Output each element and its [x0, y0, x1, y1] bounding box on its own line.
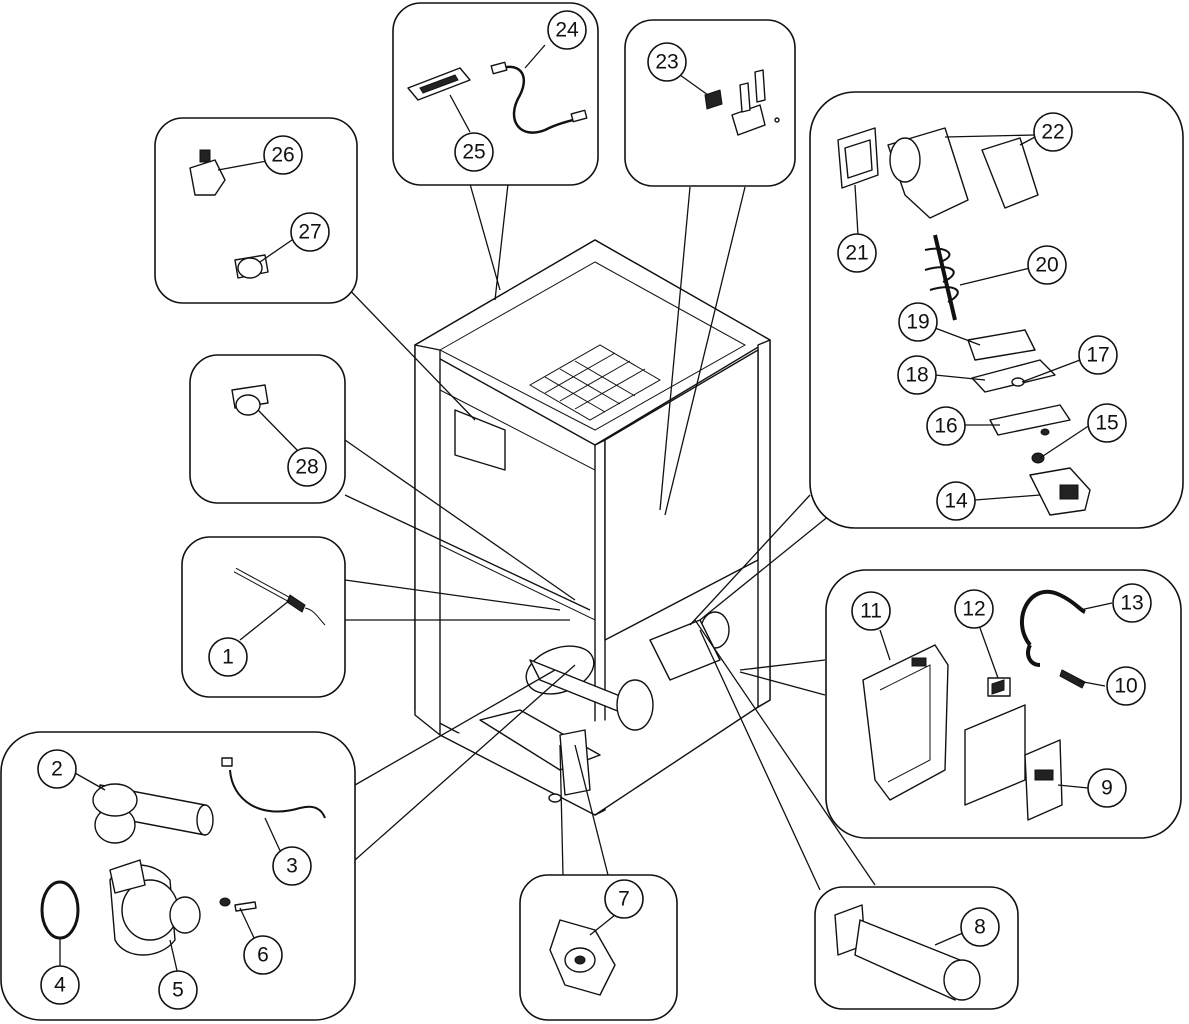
callout-16: 16 [926, 406, 966, 446]
callout-8: 8 [960, 907, 1000, 947]
callout-25: 25 [454, 132, 494, 172]
callout-label-8: 8 [974, 916, 986, 939]
callout-label-23: 23 [655, 51, 678, 74]
callout-pointers [59, 44, 1113, 976]
callout-label-1: 1 [222, 646, 234, 669]
callout-23: 23 [647, 42, 687, 82]
callout-label-19: 19 [906, 311, 929, 334]
callout-label-2: 2 [51, 758, 63, 781]
callout-label-28: 28 [295, 456, 318, 479]
callout-label-27: 27 [298, 221, 321, 244]
callout-1: 1 [208, 637, 248, 677]
panel-thermostats [154, 117, 358, 304]
callout-18: 18 [897, 355, 937, 395]
stove-body [414, 239, 771, 816]
callout-label-24: 24 [555, 19, 579, 42]
callout-10: 10 [1106, 666, 1146, 706]
callout-label-9: 9 [1101, 777, 1113, 800]
callout-label-16: 16 [934, 415, 957, 438]
callout-3: 3 [272, 846, 312, 886]
callout-17: 17 [1078, 335, 1118, 375]
callout-6: 6 [243, 935, 283, 975]
callout-5: 5 [158, 970, 198, 1010]
callout-labels: 1 2 3 4 5 6 7 8 9 10 11 12 13 14 15 16 1… [37, 10, 1152, 1010]
callout-27: 27 [290, 212, 330, 252]
callout-label-20: 20 [1035, 254, 1058, 277]
leader-lines [339, 183, 876, 891]
callout-11: 11 [851, 591, 891, 631]
callout-14: 14 [936, 481, 976, 521]
callout-9: 9 [1087, 768, 1127, 808]
callout-label-21: 21 [845, 242, 868, 265]
callout-label-22: 22 [1041, 121, 1064, 144]
callout-24: 24 [547, 10, 587, 50]
callout-28: 28 [287, 447, 327, 487]
callout-label-3: 3 [286, 855, 298, 878]
callout-20: 20 [1027, 245, 1067, 285]
callout-22: 22 [1033, 112, 1073, 152]
callout-21: 21 [837, 233, 877, 273]
callout-label-12: 12 [962, 598, 985, 621]
panel-level-sensor [624, 19, 796, 187]
callout-2: 2 [37, 749, 77, 789]
panel-inlet-pipe [814, 886, 1019, 1010]
callout-12: 12 [954, 589, 994, 629]
callout-19: 19 [898, 302, 938, 342]
callout-label-17: 17 [1086, 344, 1109, 367]
callout-15: 15 [1087, 403, 1127, 443]
panel-auger-assembly [809, 91, 1184, 529]
callout-7: 7 [604, 879, 644, 919]
panel-power-cord [181, 536, 346, 698]
callout-label-5: 5 [172, 979, 184, 1002]
callout-label-6: 6 [257, 944, 269, 967]
panel-safety-thermostat [189, 354, 346, 504]
callout-13: 13 [1112, 583, 1152, 623]
callout-label-10: 10 [1114, 675, 1137, 698]
callout-label-4: 4 [54, 974, 66, 997]
panel-display [392, 2, 599, 186]
callout-26: 26 [263, 135, 303, 175]
callout-label-7: 7 [618, 888, 630, 911]
callout-label-14: 14 [944, 490, 968, 513]
callout-4: 4 [40, 965, 80, 1005]
callout-label-18: 18 [905, 364, 928, 387]
callout-label-26: 26 [271, 144, 294, 167]
callout-label-25: 25 [462, 141, 485, 164]
callout-label-13: 13 [1120, 592, 1143, 615]
panel-electronics [825, 569, 1182, 839]
panel-gear-motor [519, 874, 678, 1021]
callout-label-11: 11 [860, 600, 882, 623]
callout-label-15: 15 [1095, 412, 1118, 435]
